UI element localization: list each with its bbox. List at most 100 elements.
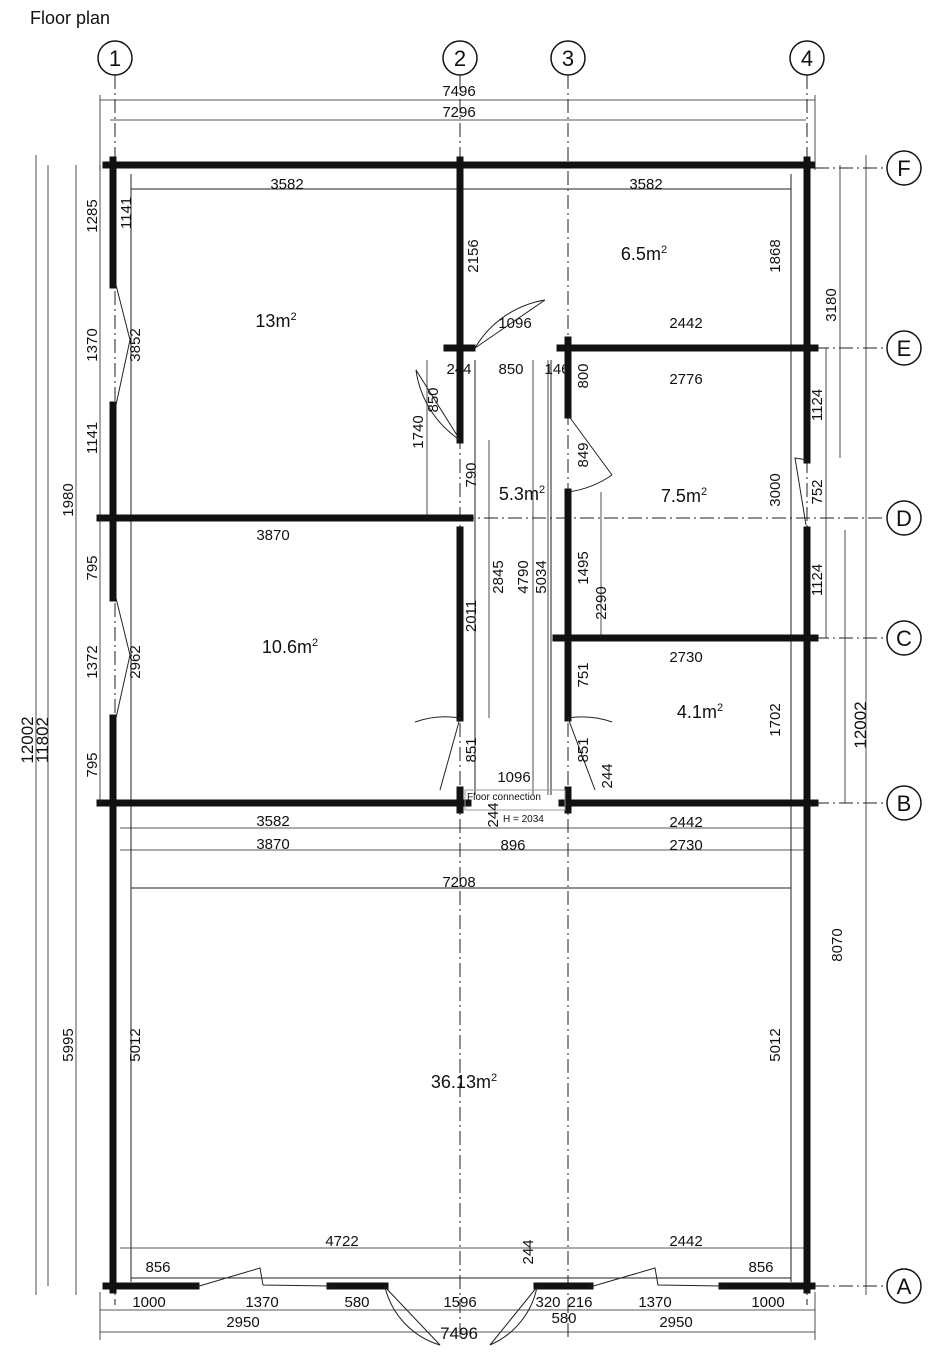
- dim-label: 580: [344, 1294, 369, 1311]
- dim-label: 1285: [84, 199, 101, 232]
- grid-bubble-row: [886, 620, 922, 656]
- dim-label: 3852: [127, 328, 144, 361]
- dim-label: 1000: [751, 1294, 784, 1311]
- dim-label: 3582: [270, 176, 303, 193]
- grid-label-row: C: [896, 626, 912, 651]
- grid-label-row: E: [897, 336, 912, 361]
- dim-label: 320: [535, 1294, 560, 1311]
- dim-label: 856: [748, 1259, 773, 1276]
- grid-label-row: A: [897, 1274, 912, 1299]
- dim-label: 4790: [515, 560, 532, 593]
- dim-label: 12002: [18, 716, 37, 763]
- grid-label-col: 2: [454, 46, 466, 71]
- dim-label: 795: [84, 752, 101, 777]
- dim-label: 146: [544, 361, 569, 378]
- dim-label: 244: [520, 1239, 537, 1264]
- svg-text:4.1m2: 4.1m2: [677, 702, 723, 722]
- dim-label: 896: [500, 837, 525, 854]
- walls: [96, 156, 819, 1294]
- dim-label: 7496: [440, 1324, 478, 1343]
- dim-label: 12002: [851, 701, 870, 748]
- dim-label: 2962: [127, 645, 144, 678]
- dim-label: 1370: [84, 328, 101, 361]
- dim-label: 1141: [84, 422, 101, 454]
- dim-label: 752: [809, 479, 826, 504]
- dim-label: 2950: [226, 1314, 259, 1331]
- dimension-labels-vertical: 12002 11802 1285 1370 1980 1372 795 5995…: [18, 197, 870, 1265]
- dim-label: 1370: [638, 1294, 671, 1311]
- grid-bubble-row: [886, 500, 922, 536]
- dim-label: 216: [567, 1294, 592, 1311]
- dim-label: 244: [446, 361, 471, 378]
- grid-label-col: 1: [109, 46, 121, 71]
- dim-label: 1096: [498, 315, 531, 332]
- dim-label: 850: [498, 361, 523, 378]
- grid-label-row: F: [897, 156, 910, 181]
- svg-text:36.13m2: 36.13m2: [431, 1072, 497, 1092]
- svg-text:7.5m2: 7.5m2: [661, 486, 707, 506]
- svg-text:10.6m2: 10.6m2: [262, 637, 318, 657]
- dim-label: 1124: [809, 389, 826, 421]
- room-area: 7.5m: [661, 486, 701, 506]
- dim-label: 4722: [325, 1233, 358, 1250]
- dim-label: 244: [599, 763, 616, 788]
- dim-label: 244: [485, 802, 502, 827]
- dim-label: 851: [463, 737, 480, 762]
- grid-label-col: 4: [801, 46, 813, 71]
- dim-label: 2156: [465, 239, 482, 272]
- grid-label-row: B: [897, 791, 912, 816]
- grid-label-row: D: [896, 506, 912, 531]
- dim-label: 2011: [463, 600, 480, 632]
- grid-bubble-row: [886, 785, 922, 821]
- dim-label: 2950: [659, 1314, 692, 1331]
- dim-label: 790: [463, 462, 480, 487]
- dim-label: 3180: [823, 288, 840, 321]
- dim-label: 800: [575, 363, 592, 388]
- dim-label: 2730: [669, 649, 702, 666]
- dim-label: 1370: [245, 1294, 278, 1311]
- grid-bubble-col: [97, 40, 133, 76]
- grid-bubble-row: [886, 330, 922, 366]
- room-area: 10.6m: [262, 637, 312, 657]
- dimension-labels-horizontal: 7496 7296 3582 3582 1096 2442 244 850 14…: [132, 83, 784, 1343]
- dim-label: 2442: [669, 1233, 702, 1250]
- floor-connection-label: Floor connection: [467, 792, 541, 803]
- dim-label: 1124: [809, 564, 826, 596]
- dim-label: 2290: [593, 586, 610, 619]
- dim-label: 2845: [490, 560, 507, 593]
- dim-label: 3870: [256, 527, 289, 544]
- dim-label: 8070: [829, 928, 846, 961]
- dim-label: 3582: [629, 176, 662, 193]
- dim-label: 1702: [767, 703, 784, 736]
- room-area: 36.13m: [431, 1072, 491, 1092]
- dim-label: 850: [425, 387, 442, 412]
- openings: [115, 284, 808, 1346]
- dim-label: 3582: [256, 813, 289, 830]
- dim-label: 1740: [410, 415, 427, 448]
- grid-bubble-row: [886, 1268, 922, 1304]
- dim-label: 5995: [60, 1028, 77, 1061]
- dim-label: 751: [575, 662, 592, 687]
- dim-label: 1495: [575, 551, 592, 584]
- dim-label: 1141: [118, 197, 135, 229]
- dim-label: 1980: [60, 483, 77, 516]
- dim-label: 1596: [443, 1294, 476, 1311]
- dim-label: 795: [84, 555, 101, 580]
- dim-label: 7208: [442, 874, 475, 891]
- grid-label-col: 3: [562, 46, 574, 71]
- dim-label: 11802: [33, 717, 52, 763]
- dim-label: 2776: [669, 371, 702, 388]
- svg-text:13m2: 13m2: [255, 311, 296, 331]
- dim-label: 2442: [669, 814, 702, 831]
- dim-label: 1096: [497, 769, 530, 786]
- room-areas: 13m2 6.5m2 5.3m2 7.5m2 10.6m2 4.1m2 36.1…: [255, 244, 723, 1092]
- dim-label: 580: [551, 1310, 576, 1327]
- inner-wall-lines: [130, 174, 792, 1282]
- dim-label: 5012: [767, 1028, 784, 1061]
- dim-label: 2442: [669, 315, 702, 332]
- room-area: 5.3m: [499, 484, 539, 504]
- dim-label: 3870: [256, 836, 289, 853]
- grid-bubble-col: [442, 40, 478, 76]
- grid-bubble-col: [789, 40, 825, 76]
- grid-bubble-row: [886, 150, 922, 186]
